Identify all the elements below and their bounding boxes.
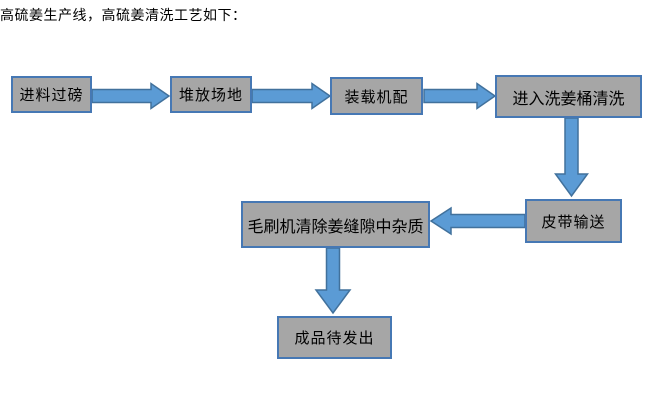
flow-node-label: 成品待发出: [294, 329, 375, 347]
arrow-right-weigh-to-stacking: [91, 82, 171, 110]
flow-node-finished-goods: 成品待发出: [277, 316, 392, 359]
arrow-right-stacking-to-loader: [251, 82, 332, 110]
page-title: 高硫姜生产线，高硫姜清洗工艺如下：: [0, 8, 247, 24]
flow-node-label: 堆放场地: [178, 86, 243, 104]
flow-node-label: 皮带输送: [541, 212, 606, 231]
flow-node-brush-cleaning: 毛刷机清除姜缝隙中杂质: [241, 201, 430, 248]
flow-node-washing-barrel: 进入洗姜桶清洗: [495, 75, 642, 118]
flow-node-stacking-yard: 堆放场地: [170, 76, 252, 113]
arrow-right-loader-to-washing: [423, 82, 497, 110]
arrow-down-brush-to-finished: [314, 247, 352, 315]
flow-node-label: 进入洗姜桶清洗: [512, 88, 625, 108]
flow-node-loader-dispatch: 装载机配: [330, 77, 423, 115]
arrow-down-washing-to-belt: [554, 117, 589, 198]
arrow-left-belt-to-brush: [429, 206, 526, 236]
flow-node-belt-conveyor: 皮带输送: [525, 199, 622, 243]
flow-node-label: 进料过磅: [19, 86, 84, 104]
flow-node-weigh-in: 进料过磅: [11, 76, 92, 113]
flow-node-label: 毛刷机清除姜缝隙中杂质: [247, 216, 424, 236]
flow-node-label: 装载机配: [344, 87, 409, 106]
